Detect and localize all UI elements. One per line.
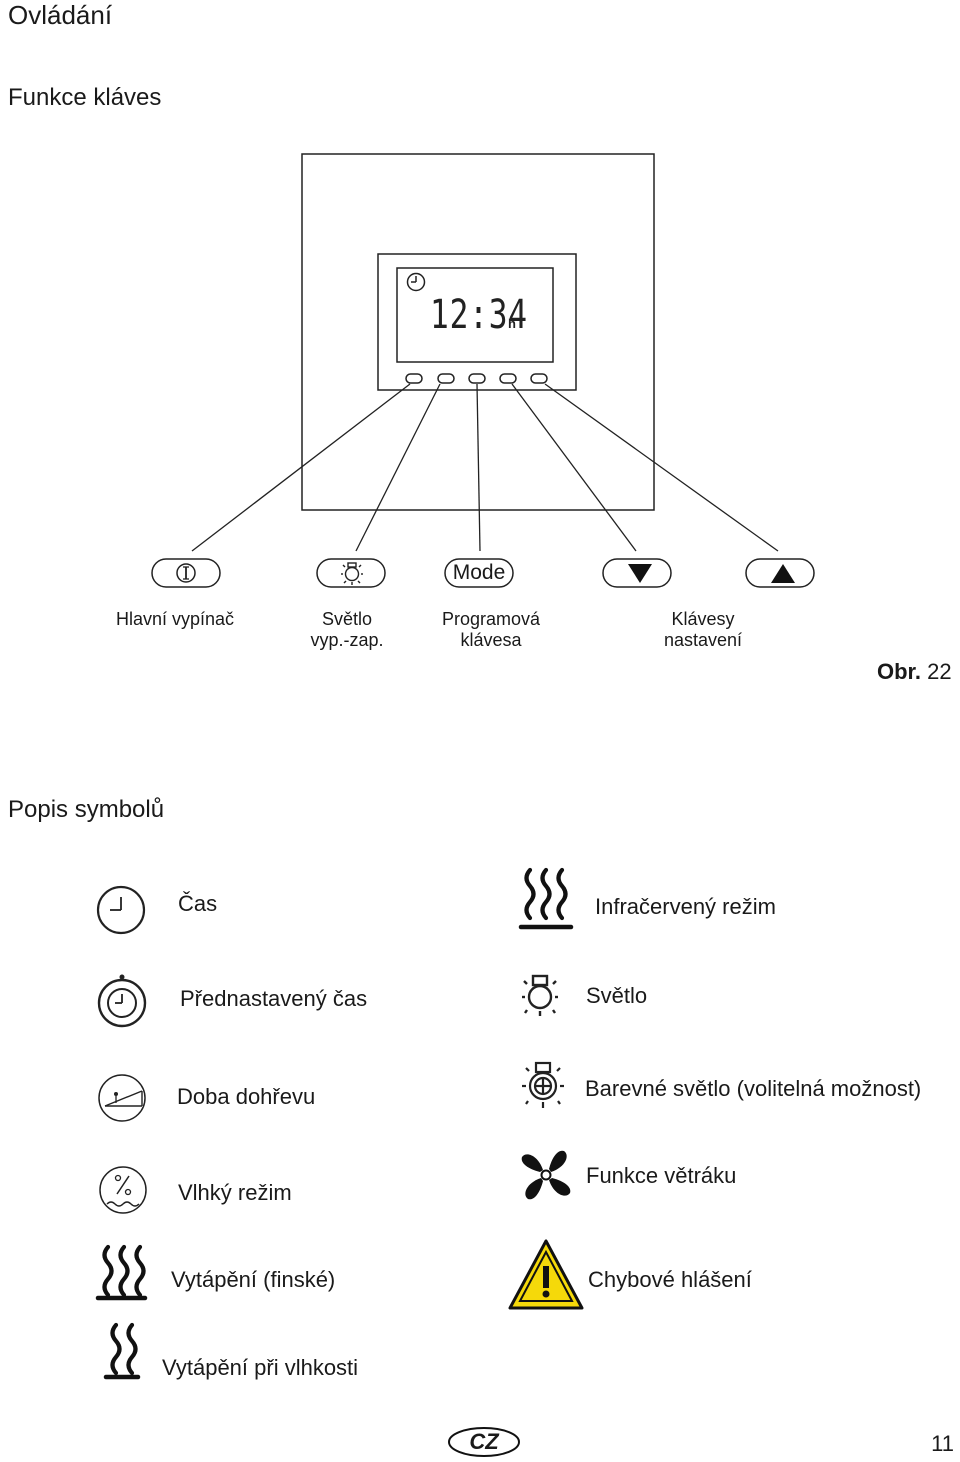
arrow-down-icon: [628, 564, 652, 583]
caption-settings-line1: Klávesy: [671, 609, 735, 629]
figure-number: 22: [927, 659, 952, 684]
color-light-icon: [522, 1061, 564, 1108]
mode-key: [444, 558, 514, 588]
symbol-label-humid-heat: Vytápění při vlhkosti: [162, 1355, 359, 1380]
panel-button-3: [468, 373, 486, 384]
panel-button-4: [499, 373, 517, 384]
fan-icon: [521, 1150, 571, 1200]
country-code: CZ: [469, 1429, 499, 1454]
humid-heat-icon: [103, 1322, 141, 1380]
light-key: [316, 558, 386, 588]
caption-mode-line2: klávesa: [460, 630, 522, 650]
caption-settings-line2: nastavení: [663, 630, 743, 650]
page-number: 11: [931, 1431, 954, 1456]
caption-main-switch: Hlavní vypínač: [115, 609, 235, 629]
symbol-label-infrared: Infračervený režim: [595, 894, 776, 919]
lcd-time: 12:34: [430, 292, 528, 338]
warning-icon: [508, 1239, 584, 1310]
symbols-heading: Popis symbolů: [8, 796, 165, 823]
panel-button-5: [530, 373, 548, 384]
arrow-up-icon: [771, 564, 795, 583]
finnish-heat-icon: [95, 1244, 148, 1301]
caption-light-line1: Světlo: [321, 609, 373, 629]
panel-button-1: [405, 373, 423, 384]
symbol-label-preset-timer: Přednastavený čas: [180, 986, 368, 1011]
mode-key-label[interactable]: Mode: [452, 561, 506, 584]
panel-button-2: [437, 373, 455, 384]
country-badge: [448, 1427, 520, 1457]
caption-light-line2: vyp.-zap.: [310, 630, 384, 650]
symbol-label-fan: Funkce větráku: [586, 1163, 737, 1188]
leader-lines: [191, 383, 779, 552]
symbol-label-light: Světlo: [586, 983, 648, 1008]
control-panel-diagram: [151, 153, 815, 588]
symbol-label-heatup: Doba dohřevu: [177, 1084, 316, 1109]
light-bulb-icon: [341, 562, 363, 585]
symbol-label-color-light: Barevné světlo (volitelná možnost): [585, 1076, 922, 1101]
lcd-screen: [396, 267, 554, 363]
symbol-label-warning: Chybové hlášení: [588, 1267, 752, 1292]
figure-label: Obr. 22: [877, 659, 952, 685]
panel-buttons: [405, 373, 548, 384]
symbol-label-humidity: Vlhký režim: [178, 1180, 292, 1205]
symbol-icons: [95, 867, 584, 1380]
figure-prefix: Obr.: [877, 659, 922, 684]
light-icon: [522, 974, 558, 1016]
infrared-icon: [518, 867, 574, 930]
lcd-clock-icon: [406, 272, 426, 292]
clock-icon: [96, 885, 146, 935]
power-icon: [176, 563, 196, 583]
lcd-unit: h: [508, 316, 516, 331]
symbol-label-finnish-heat: Vytápění (finské): [171, 1267, 336, 1292]
preset-timer-icon: [97, 974, 147, 1028]
keys-heading: Funkce kláves: [8, 84, 162, 111]
humidity-icon: [99, 1166, 147, 1214]
symbol-label-clock: Čas: [178, 891, 218, 916]
caption-mode-line1: Programová: [441, 609, 541, 629]
section-title: Ovládání: [8, 0, 113, 30]
heatup-time-icon: [98, 1074, 146, 1122]
